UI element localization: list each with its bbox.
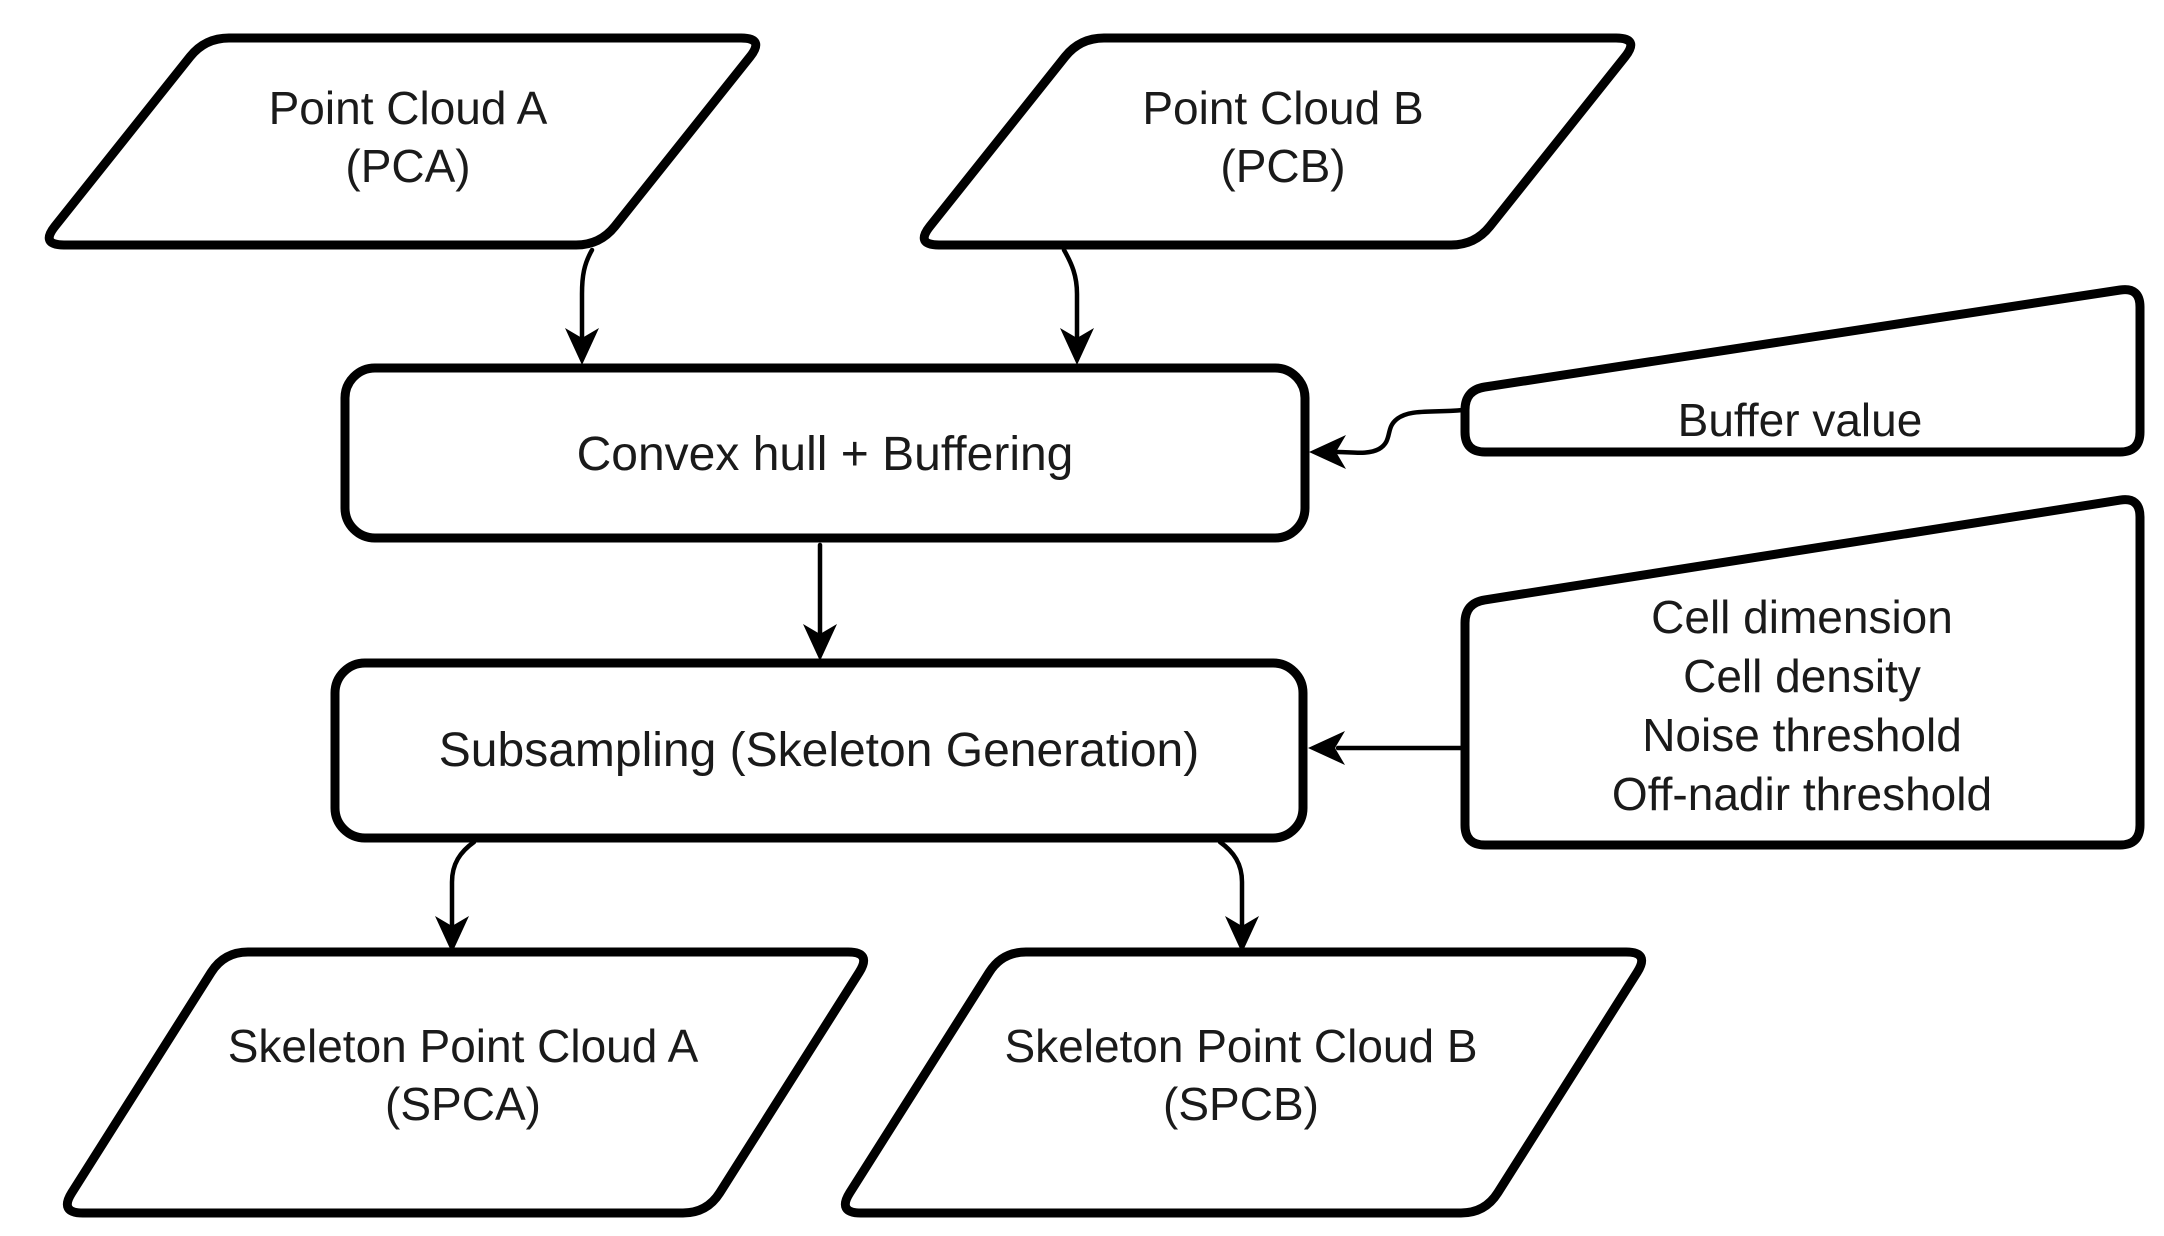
label-point-cloud-b-line1: Point Cloud B xyxy=(1142,82,1423,134)
node-parameters xyxy=(1460,495,2145,850)
edge-pcb-to-convex-hull xyxy=(1061,247,1080,341)
arrowhead-subsampling-to-spca xyxy=(435,916,469,953)
label-parameters-line4: Off-nadir threshold xyxy=(1612,768,1992,820)
edge-layer xyxy=(449,247,1466,929)
node-skeleton-point-cloud-b xyxy=(840,947,1647,1218)
label-skeleton-point-cloud-b-line2: (SPCB) xyxy=(1163,1078,1319,1130)
edge-buffer-value-to-convex-hull xyxy=(1335,407,1466,455)
label-subsampling: Subsampling (Skeleton Generation) xyxy=(439,724,1199,777)
edge-subsampling-to-spca xyxy=(449,839,477,929)
arrowhead-pca-to-convex-hull xyxy=(565,328,599,365)
node-point-cloud-a xyxy=(44,33,761,250)
edge-subsampling-to-spcb xyxy=(1217,839,1245,929)
node-skeleton-point-cloud-a xyxy=(62,947,869,1218)
label-parameters-line1: Cell dimension xyxy=(1651,591,1953,643)
label-layer: Point Cloud A (PCA) Point Cloud B (PCB) … xyxy=(228,82,1992,1130)
node-convex-hull xyxy=(340,363,1310,543)
label-skeleton-point-cloud-a-line1: Skeleton Point Cloud A xyxy=(228,1020,699,1072)
node-subsampling xyxy=(330,658,1308,843)
arrowhead-subsampling-to-spcb xyxy=(1225,916,1259,953)
arrowhead-convex-hull-to-subsampling xyxy=(803,624,837,661)
label-point-cloud-b-line2: (PCB) xyxy=(1220,140,1345,192)
label-parameters-line2: Cell density xyxy=(1683,650,1921,702)
arrowhead-pcb-to-convex-hull xyxy=(1060,328,1094,365)
label-point-cloud-a-line1: Point Cloud A xyxy=(269,82,548,134)
label-parameters-line3: Noise threshold xyxy=(1642,709,1962,761)
arrowhead-parameters-to-subsampling xyxy=(1308,731,1345,765)
node-buffer-value xyxy=(1460,285,2145,457)
arrowhead-buffer-value-to-convex-hull xyxy=(1309,435,1346,469)
node-point-cloud-b xyxy=(919,33,1636,250)
shape-layer xyxy=(44,33,2145,1218)
label-skeleton-point-cloud-b-line1: Skeleton Point Cloud B xyxy=(1004,1020,1477,1072)
label-point-cloud-a-line2: (PCA) xyxy=(345,140,470,192)
label-buffer-value: Buffer value xyxy=(1678,394,1923,446)
label-skeleton-point-cloud-a-line2: (SPCA) xyxy=(385,1078,541,1130)
arrowhead-layer xyxy=(435,328,1346,953)
label-convex-hull: Convex hull + Buffering xyxy=(577,428,1074,481)
edge-pca-to-convex-hull xyxy=(579,247,595,341)
